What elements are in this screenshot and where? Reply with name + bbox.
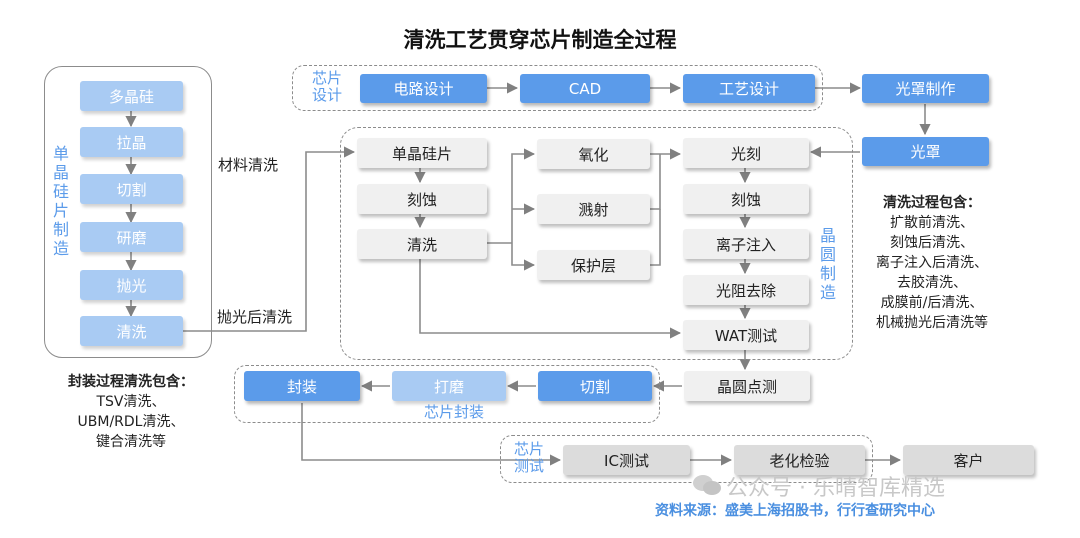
step-grinding: 研磨 — [80, 222, 183, 252]
step-protective-layer: 保护层 — [537, 250, 650, 280]
wafer-manufacturing-group — [44, 66, 212, 358]
step-aging-test: 老化检验 — [734, 445, 865, 475]
step-etching: 刻蚀 — [357, 184, 487, 214]
wafer-fab-group — [340, 127, 853, 360]
step-circuit-design: 电路设计 — [360, 74, 487, 103]
connector-protective-merge — [650, 209, 661, 266]
step-oxidation: 氧化 — [537, 139, 650, 169]
wafer-fab-vertical-label: 晶 圆 制 造 — [819, 226, 836, 302]
step-photoresist-strip: 光阻去除 — [683, 275, 809, 305]
step-customer: 客户 — [903, 445, 1034, 475]
package-cleaning-note: 封装过程清洗包含： TSV清洗、 UBM/RDL清洗、 键合清洗等 — [68, 374, 194, 450]
step-die-grinding: 打磨 — [392, 371, 506, 401]
step-wat-test: WAT测试 — [683, 320, 809, 350]
packaging-label: 芯片封装 — [423, 403, 484, 421]
step-polysilicon: 多晶硅 — [80, 81, 183, 111]
step-ic-test: IC测试 — [563, 445, 690, 475]
step-packaging: 封装 — [244, 371, 360, 401]
source-note: 资料来源：盛美上海招股书，行行查研究中心 — [655, 503, 935, 519]
step-dicing: 切割 — [538, 371, 652, 401]
step-process-design: 工艺设计 — [683, 74, 815, 103]
step-polishing: 抛光 — [80, 270, 183, 300]
arrow-to-protective-layer — [511, 243, 536, 271]
label-material-clean: 材料清洗 — [218, 156, 279, 174]
wafer-cleaning-note: 清洗过程包含： 扩散前清洗、 刻蚀后清洗、 离子注入后清洗、 去胶清洗、 成膜前… — [876, 195, 988, 331]
step-single-crystal-wafer: 单晶硅片 — [357, 138, 487, 168]
step-lithography: 光刻 — [683, 138, 809, 168]
step-cutting: 切割 — [80, 174, 183, 204]
arrow-clean-to-wat — [419, 259, 682, 339]
step-cleaning: 清洗 — [80, 316, 183, 346]
watermark: 公众号 · 乐晴智库精选 — [726, 476, 945, 501]
chip-design-label: 芯片 设计 — [311, 69, 342, 104]
wafer-group-vertical-label: 单 晶 硅 片 制 造 — [52, 144, 69, 258]
step-ion-implantation: 离子注入 — [683, 229, 809, 259]
step-etching-2: 刻蚀 — [683, 184, 809, 214]
chip-test-group — [500, 435, 873, 483]
packaging-group — [234, 365, 660, 423]
step-sputtering: 溅射 — [537, 194, 650, 224]
arrow-to-oxidation — [511, 148, 536, 243]
diagram-title: 清洗工艺贯穿芯片制造全过程 — [403, 28, 677, 52]
wechat-icon — [693, 475, 721, 495]
chip-test-label: 芯片 测试 — [513, 440, 544, 475]
step-mask: 光罩 — [862, 137, 989, 166]
step-cad: CAD — [520, 74, 650, 103]
chip-design-group — [292, 65, 823, 111]
step-mask-making: 光罩制作 — [862, 74, 989, 103]
label-post-polish-clean: 抛光后清洗 — [217, 308, 293, 326]
arrow-clean-to-wafer — [183, 146, 356, 332]
step-crystal-pulling: 拉晶 — [80, 127, 183, 157]
step-wafer-probe: 晶圆点测 — [684, 371, 810, 401]
step-wafer-cleaning: 清洗 — [357, 229, 487, 259]
